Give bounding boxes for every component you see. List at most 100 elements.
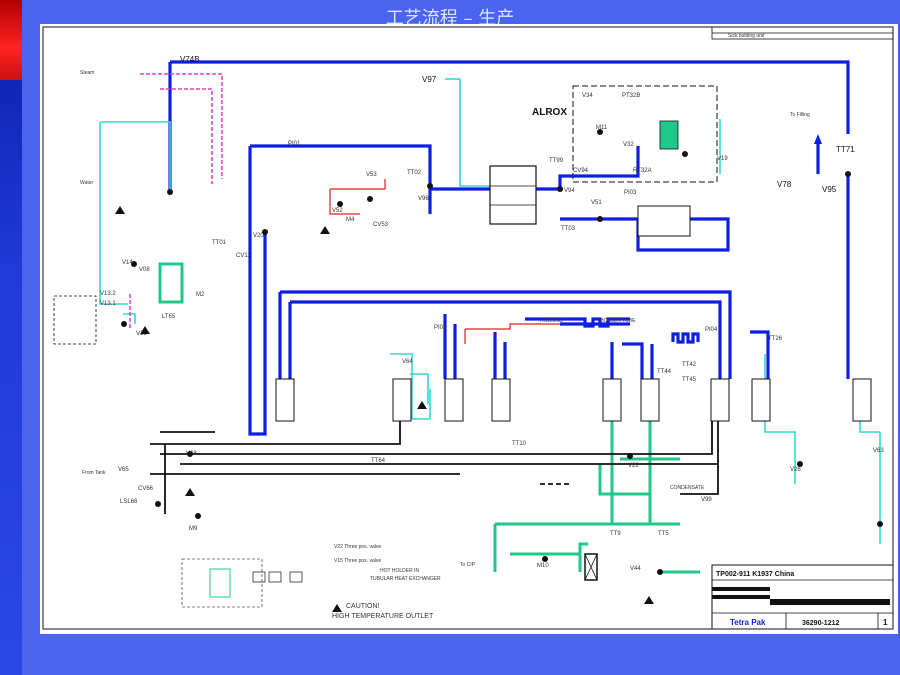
tag-cv94: CV94 — [573, 168, 589, 174]
tag-tt03: TT03 — [561, 226, 576, 232]
tag-v51: V51 — [591, 200, 602, 206]
legend-v15: V15 Three pos. valve — [334, 558, 381, 564]
left-decorative-bar — [0, 0, 22, 675]
revision-text: Sick bulding unit — [728, 33, 765, 39]
tag-tt10: TT10 — [512, 441, 527, 447]
steam-line — [140, 73, 223, 179]
drawing-frame — [42, 26, 894, 630]
tag-tt99: TT99 — [549, 158, 564, 164]
note-to-filling: To Filling — [790, 112, 810, 118]
tag-lt65: LT65 — [162, 314, 176, 320]
alrox-section-box — [572, 85, 718, 183]
holding-note: HOLDING — [540, 318, 563, 324]
hot-water-loop — [330, 179, 386, 190]
tag-tt9: TT9 — [610, 531, 621, 537]
tag-pi03-top: PI03 — [624, 190, 637, 196]
tag-v34: V34 — [582, 93, 593, 99]
title-block-drawing-no: 36290-1212 — [802, 620, 839, 627]
tag-tt64: TT64 — [371, 458, 386, 464]
tag-cv11: CV11 — [236, 253, 251, 259]
tag-tt44: TT44 — [657, 369, 672, 375]
tag-tt01: TT01 — [212, 240, 227, 246]
title-block-sheet: 1 — [883, 618, 888, 627]
valve-symbols — [121, 129, 883, 575]
control-panel-sketch — [181, 558, 303, 608]
tag-v74b: V74B — [180, 55, 200, 64]
tag-v44: V44 — [630, 566, 641, 572]
tag-m10: M10 — [537, 563, 549, 569]
heat-exchanger-units — [275, 378, 872, 422]
note-water: Water — [80, 180, 93, 186]
note-condensate: CONDENSATE — [670, 485, 705, 491]
revision-block: Sick bulding unit — [711, 26, 894, 40]
note-from-tank: From Tank — [82, 470, 106, 476]
tag-labels: V74B V97 PI01 V34 PT32B M11 V32 RT32A V1… — [100, 55, 884, 572]
alrox-deaerator — [659, 120, 679, 150]
warning-triangles — [115, 206, 654, 604]
legend-heat: TUBULAR HEAT EXCHANGER — [370, 576, 441, 582]
title-block-project: TP002-911 K1937 China — [716, 571, 794, 578]
tag-v52: V52 — [332, 208, 343, 214]
balance-tank — [158, 262, 184, 304]
tag-tt45: TT45 — [682, 377, 697, 383]
left-red-accent — [0, 0, 22, 80]
hot-water-line — [465, 323, 560, 330]
tag-pt32b: PT32B — [622, 93, 640, 99]
tag-v65: V65 — [118, 467, 129, 473]
tag-v22: V22 — [628, 463, 639, 469]
caution-icon — [332, 604, 342, 612]
tag-m2: M2 — [196, 292, 205, 298]
tag-rt32a: RT32A — [633, 168, 652, 174]
tag-v32: V32 — [623, 142, 634, 148]
pid-drawing-sheet: Sick bulding unit ALROX HOLDING HOLDER T… — [40, 24, 898, 634]
tag-v13-2: V13.2 — [100, 291, 116, 297]
homogenizer — [637, 205, 691, 237]
tag-cv66: CV66 — [138, 486, 154, 492]
tag-v19: V19 — [717, 156, 728, 162]
title-block-company: Tetra Pak — [730, 618, 766, 627]
title-block: TP002-911 K1937 China Tetra Pak 36290-12… — [711, 564, 894, 630]
tag-v64: V64 — [402, 359, 413, 365]
tag-tt42: TT42 — [682, 362, 697, 368]
alrox-label: ALROX — [532, 107, 567, 118]
note-to-cip: To CIP — [460, 562, 476, 568]
tag-v95: V95 — [822, 185, 837, 194]
tag-tt71: TT71 — [836, 145, 855, 154]
return-lines — [150, 414, 719, 514]
tag-m9: M9 — [189, 526, 198, 532]
up-arrow-icon — [814, 134, 822, 144]
legend-hot: HOT HOLDER IN — [380, 568, 419, 574]
tag-v94: V94 — [564, 188, 575, 194]
tag-v13-1: V13.1 — [100, 301, 116, 307]
tag-cv53: CV53 — [373, 222, 389, 228]
tag-v96: V96 — [418, 196, 429, 202]
cip-lines — [493, 419, 700, 574]
tag-v99: V99 — [701, 497, 712, 503]
tag-tt5: TT5 — [658, 531, 669, 537]
caution-text: HIGH TEMPERATURE OUTLET — [332, 613, 434, 620]
note-steam: Steam — [80, 70, 94, 76]
heater-coil — [671, 332, 700, 344]
tag-pi01: PI01 — [288, 141, 301, 147]
caution-title: CAUTION! — [346, 603, 380, 610]
tag-lsl66: LSL66 — [120, 499, 138, 505]
tag-v53: V53 — [366, 172, 377, 178]
product-lines — [168, 60, 850, 436]
tag-tt26: TT26 — [768, 336, 783, 342]
tag-tt02: TT02 — [407, 170, 422, 176]
legend-v22: V22 Three pos. valve — [334, 544, 381, 550]
tag-v97: V97 — [422, 75, 437, 84]
tag-v78: V78 — [777, 180, 792, 189]
tag-v26: V26 — [790, 467, 801, 473]
tag-v08: V08 — [139, 267, 150, 273]
valve-legend: V22 Three pos. valve V15 Three pos. valv… — [332, 544, 441, 620]
tag-v63: V63 — [873, 448, 884, 454]
tag-m4: M4 — [346, 217, 355, 223]
flow-divert-block — [489, 165, 537, 225]
product-inlet-box — [53, 295, 97, 345]
tag-pi04: PI04 — [705, 327, 718, 333]
process-flow-diagram: Sick bulding unit ALROX HOLDING HOLDER T… — [42, 26, 894, 630]
holding-tube — [525, 317, 630, 328]
tag-pi03-mid: PI03 — [434, 325, 447, 331]
tag-v14: V14 — [122, 260, 133, 266]
